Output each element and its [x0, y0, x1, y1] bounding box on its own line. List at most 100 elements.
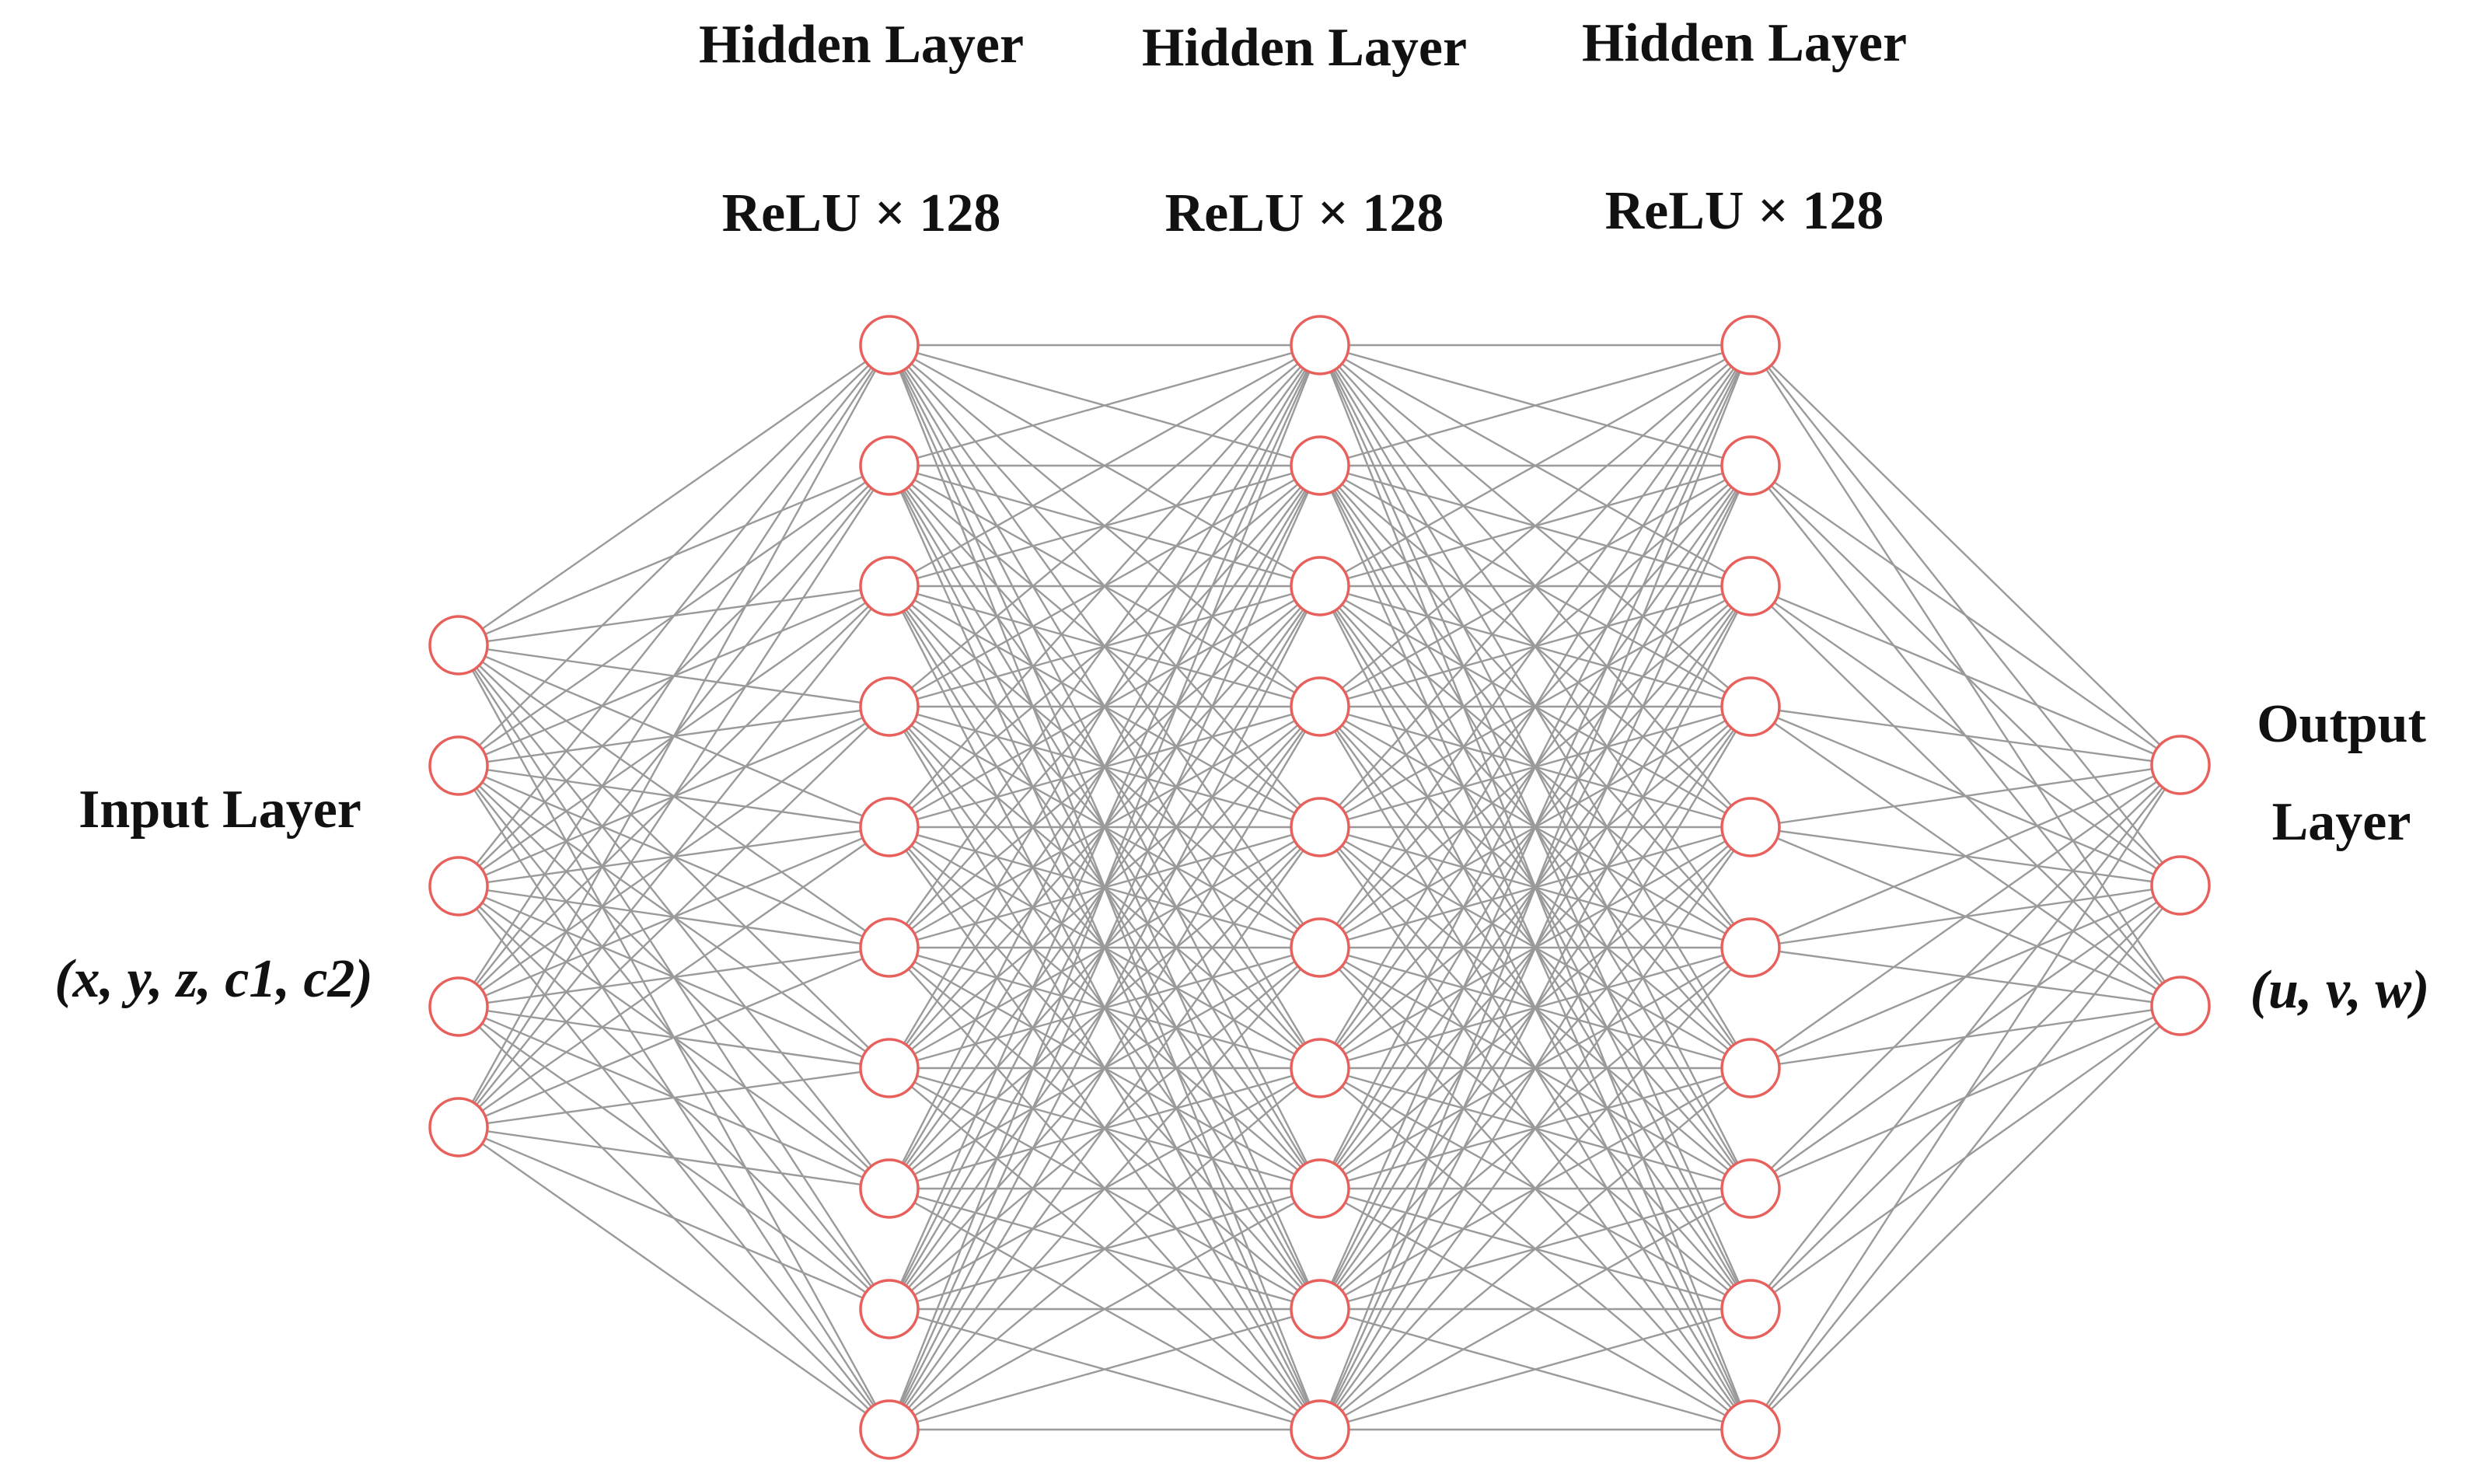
edge-input-4-to-hidden-1-2 [458, 585, 890, 1128]
neuron-input-0 [428, 615, 489, 676]
edge-hidden-2-2-to-hidden-3-0 [1319, 344, 1751, 588]
edge-hidden-3-1-to-output-0 [1750, 465, 2181, 766]
edge-hidden-1-3-to-hidden-2-0 [889, 344, 1321, 707]
edge-hidden-1-9-to-hidden-2-3 [888, 706, 1322, 1430]
edge-hidden-1-1-to-hidden-2-0 [889, 344, 1321, 467]
edge-hidden-2-7-to-hidden-3-0 [1318, 344, 1752, 1189]
edge-hidden-3-0-to-output-0 [1750, 344, 2181, 766]
edge-hidden-1-9-to-hidden-2-2 [888, 585, 1322, 1430]
neuron-hidden-1-1 [859, 435, 920, 496]
edge-hidden-1-9-to-hidden-2-1 [888, 465, 1322, 1430]
neuron-hidden-3-2 [1720, 556, 1781, 616]
edge-hidden-3-8-to-output-0 [1750, 764, 2181, 1310]
neuron-hidden-1-2 [859, 556, 920, 616]
neurons [428, 315, 2211, 1460]
neuron-hidden-3-9 [1720, 1399, 1781, 1460]
hidden-layer-2-activation: ReLU × 128 [1165, 183, 1444, 243]
neuron-input-2 [428, 856, 489, 917]
hidden-layer-3-activation: ReLU × 128 [1605, 181, 1884, 241]
edge-hidden-3-9-to-output-1 [1750, 885, 2181, 1430]
edge-hidden-2-4-to-hidden-3-0 [1319, 344, 1751, 828]
neuron-hidden-1-6 [859, 1038, 920, 1098]
neuron-input-4 [428, 1097, 489, 1158]
edge-hidden-2-9-to-hidden-3-0 [1318, 344, 1752, 1430]
neuron-output-0 [2150, 735, 2211, 795]
neuron-hidden-3-3 [1720, 676, 1781, 737]
neuron-hidden-1-9 [859, 1399, 920, 1460]
edge-input-2-to-hidden-1-0 [458, 344, 890, 887]
edge-hidden-2-9-to-hidden-3-1 [1318, 465, 1752, 1430]
edge-hidden-2-9-to-hidden-3-8 [1319, 1308, 1751, 1431]
hidden-layer-1-activation: ReLU × 128 [722, 183, 1001, 243]
edge-hidden-1-5-to-hidden-2-0 [889, 344, 1321, 948]
edge-hidden-1-7-to-hidden-2-0 [888, 344, 1322, 1189]
edge-hidden-1-9-to-hidden-2-7 [889, 1187, 1321, 1431]
neuron-hidden-2-5 [1290, 917, 1350, 978]
neuron-output-2 [2150, 976, 2211, 1036]
edge-hidden-2-9-to-hidden-3-3 [1318, 706, 1752, 1430]
edge-hidden-3-6-to-output-0 [1750, 764, 2181, 1069]
edge-hidden-2-9-to-hidden-3-4 [1319, 826, 1751, 1430]
edge-input-4-to-hidden-1-6 [458, 1067, 890, 1129]
hidden-layer-1-title: Hidden Layer [699, 15, 1024, 75]
edge-input-4-to-hidden-1-1 [457, 465, 891, 1128]
edge-hidden-2-9-to-hidden-3-5 [1319, 947, 1751, 1430]
input-layer-variables: (x, y, z, c1, c2) [54, 949, 372, 1009]
hidden-layer-2-title: Hidden Layer [1142, 18, 1467, 78]
edge-hidden-1-9-to-hidden-2-6 [889, 1067, 1321, 1430]
edge-hidden-1-2-to-hidden-2-0 [889, 344, 1321, 588]
edge-input-4-to-hidden-1-3 [458, 706, 890, 1128]
edge-hidden-3-4-to-output-0 [1750, 763, 2181, 829]
edge-hidden-2-9-to-hidden-3-7 [1319, 1187, 1751, 1431]
output-layer-variables: (u, v, w) [2250, 960, 2430, 1020]
neuron-hidden-2-3 [1290, 676, 1350, 737]
edge-hidden-1-4-to-hidden-2-0 [889, 344, 1321, 828]
neuron-output-1 [2150, 855, 2211, 916]
neuron-input-1 [428, 735, 489, 796]
output-layer-title-line-1: Output [2257, 694, 2426, 754]
neuron-hidden-3-7 [1720, 1158, 1781, 1219]
edge-hidden-2-3-to-hidden-3-0 [1319, 344, 1751, 707]
connection-edges [457, 344, 2182, 1431]
edge-hidden-1-9-to-hidden-2-4 [889, 826, 1321, 1430]
neuron-hidden-2-7 [1290, 1158, 1350, 1219]
edge-hidden-2-1-to-hidden-3-0 [1319, 344, 1751, 467]
edge-input-1-to-hidden-1-0 [458, 344, 890, 766]
neuron-hidden-2-9 [1290, 1399, 1350, 1460]
edge-hidden-3-5-to-output-0 [1750, 763, 2181, 949]
neuron-hidden-2-8 [1290, 1279, 1350, 1339]
edge-hidden-3-2-to-output-0 [1750, 585, 2181, 766]
edge-hidden-2-6-to-hidden-3-0 [1318, 344, 1752, 1069]
edge-input-4-to-hidden-1-9 [458, 1126, 890, 1430]
edge-hidden-3-3-to-output-0 [1750, 705, 2181, 766]
edge-hidden-1-9-to-hidden-2-8 [889, 1308, 1321, 1431]
neuron-hidden-1-3 [859, 676, 920, 737]
neuron-hidden-3-5 [1720, 917, 1781, 978]
edge-hidden-2-8-to-hidden-3-0 [1318, 344, 1752, 1310]
neuron-hidden-1-5 [859, 917, 920, 978]
edge-hidden-2-9-to-hidden-3-6 [1319, 1067, 1751, 1430]
neuron-hidden-3-4 [1720, 797, 1781, 857]
edge-input-4-to-hidden-1-8 [458, 1126, 890, 1311]
edge-input-4-to-hidden-1-0 [457, 344, 891, 1128]
output-layer-title-line-2: Layer [2272, 792, 2411, 852]
neuron-input-3 [428, 976, 489, 1037]
neuron-hidden-3-8 [1720, 1279, 1781, 1339]
edge-input-4-to-hidden-1-7 [458, 1126, 890, 1190]
edge-hidden-3-7-to-output-0 [1750, 764, 2181, 1189]
edge-input-4-to-hidden-1-5 [458, 946, 890, 1129]
edge-hidden-1-9-to-hidden-2-0 [888, 344, 1322, 1430]
layer-labels: Hidden Layer ReLU × 128 Hidden Layer ReL… [54, 13, 2429, 1020]
neuron-hidden-3-1 [1720, 435, 1781, 496]
edge-hidden-3-9-to-output-0 [1749, 764, 2182, 1430]
neuron-hidden-3-6 [1720, 1038, 1781, 1098]
neuron-hidden-1-8 [859, 1279, 920, 1339]
edge-hidden-2-5-to-hidden-3-0 [1319, 344, 1751, 948]
edge-input-4-to-hidden-1-4 [458, 826, 890, 1128]
neuron-hidden-2-0 [1290, 315, 1350, 375]
neuron-hidden-2-6 [1290, 1038, 1350, 1098]
edge-hidden-2-9-to-hidden-3-2 [1318, 585, 1752, 1430]
neuron-hidden-2-1 [1290, 435, 1350, 496]
neuron-hidden-2-2 [1290, 556, 1350, 616]
